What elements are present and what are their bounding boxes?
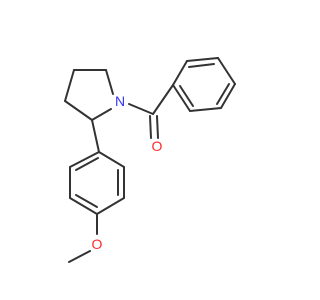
benzoyl-ring-bond [172, 84, 191, 112]
aryl-ring-double-bond [75, 194, 98, 208]
benzoyl-ring-bond [186, 57, 219, 62]
bonds [64, 57, 236, 263]
molecule-canvas: N O O [64, 57, 236, 263]
benzoyl-ring-double-bond [179, 85, 194, 107]
aryl-ring-double-bond [75, 157, 99, 171]
carbonyl-double-bond [149, 115, 152, 139]
carbonyl-double-bond [156, 115, 159, 139]
pyrrolidine-bond [64, 100, 93, 121]
ether-oxygen-label: O [92, 236, 103, 252]
benzoyl-ring-bond [172, 60, 188, 86]
aryl-ring-bond [69, 151, 100, 168]
benzoyl-ring-double-bond [188, 63, 215, 68]
benzoyl-ring-double-bond [216, 83, 230, 105]
aryl-link-bond [91, 119, 100, 153]
benzoyl-ring-bond [220, 83, 236, 109]
methyl-bond [68, 250, 91, 263]
aryl-ring-bond [98, 151, 125, 168]
aryl-ring-bond [96, 197, 125, 215]
atom-labels: N O O [92, 93, 163, 252]
carbonyl-oxygen-label: O [152, 138, 163, 154]
carbonyl-ring-bond [152, 84, 174, 115]
pyrrolidine-bond [91, 108, 112, 121]
aryl-ring-bond [69, 197, 98, 215]
pyrrolidine-bond [105, 69, 114, 95]
benzoyl-ring-bond [217, 57, 236, 85]
amide-bond [128, 103, 154, 115]
pyrrolidine-bond [64, 69, 75, 102]
molecule-structure: N O O [64, 57, 236, 263]
benzoyl-ring-bond [189, 107, 222, 112]
nitrogen-atom-label: N [115, 93, 125, 109]
